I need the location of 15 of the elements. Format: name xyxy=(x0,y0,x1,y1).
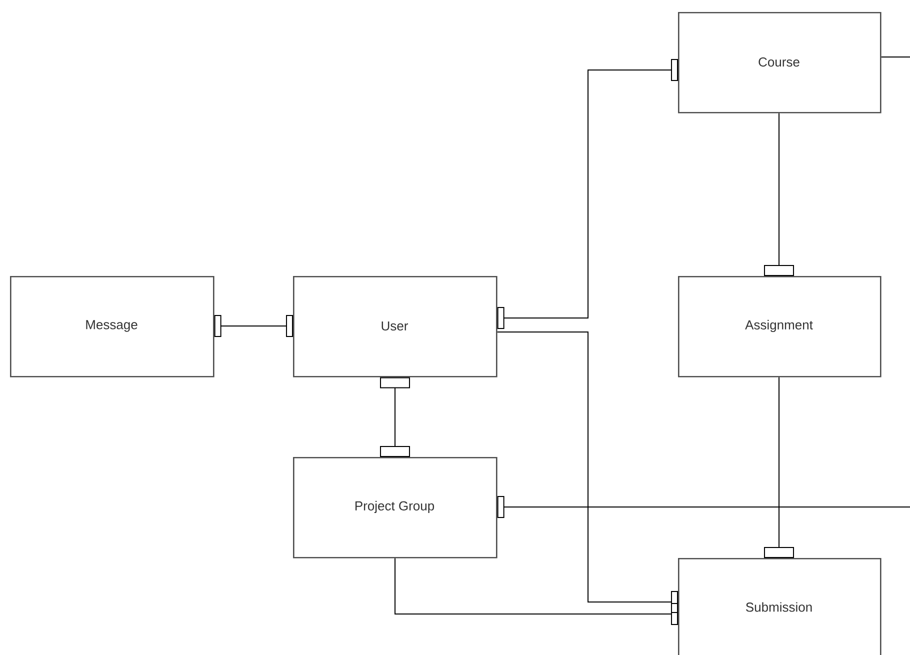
connector xyxy=(764,376,794,558)
entity-box: Course xyxy=(678,12,882,114)
connector xyxy=(214,315,293,337)
entity-box: Project Group xyxy=(293,457,498,558)
entity-box: Assignment xyxy=(678,276,882,378)
entity-box: Message xyxy=(10,276,214,378)
connector xyxy=(497,496,910,518)
connector xyxy=(394,558,678,625)
entity-box: Submission xyxy=(678,558,882,655)
connector xyxy=(496,332,678,613)
connector xyxy=(380,377,410,457)
connector xyxy=(497,59,678,329)
connector xyxy=(764,112,794,276)
connector xyxy=(880,56,910,58)
entity-box: User xyxy=(293,276,498,378)
